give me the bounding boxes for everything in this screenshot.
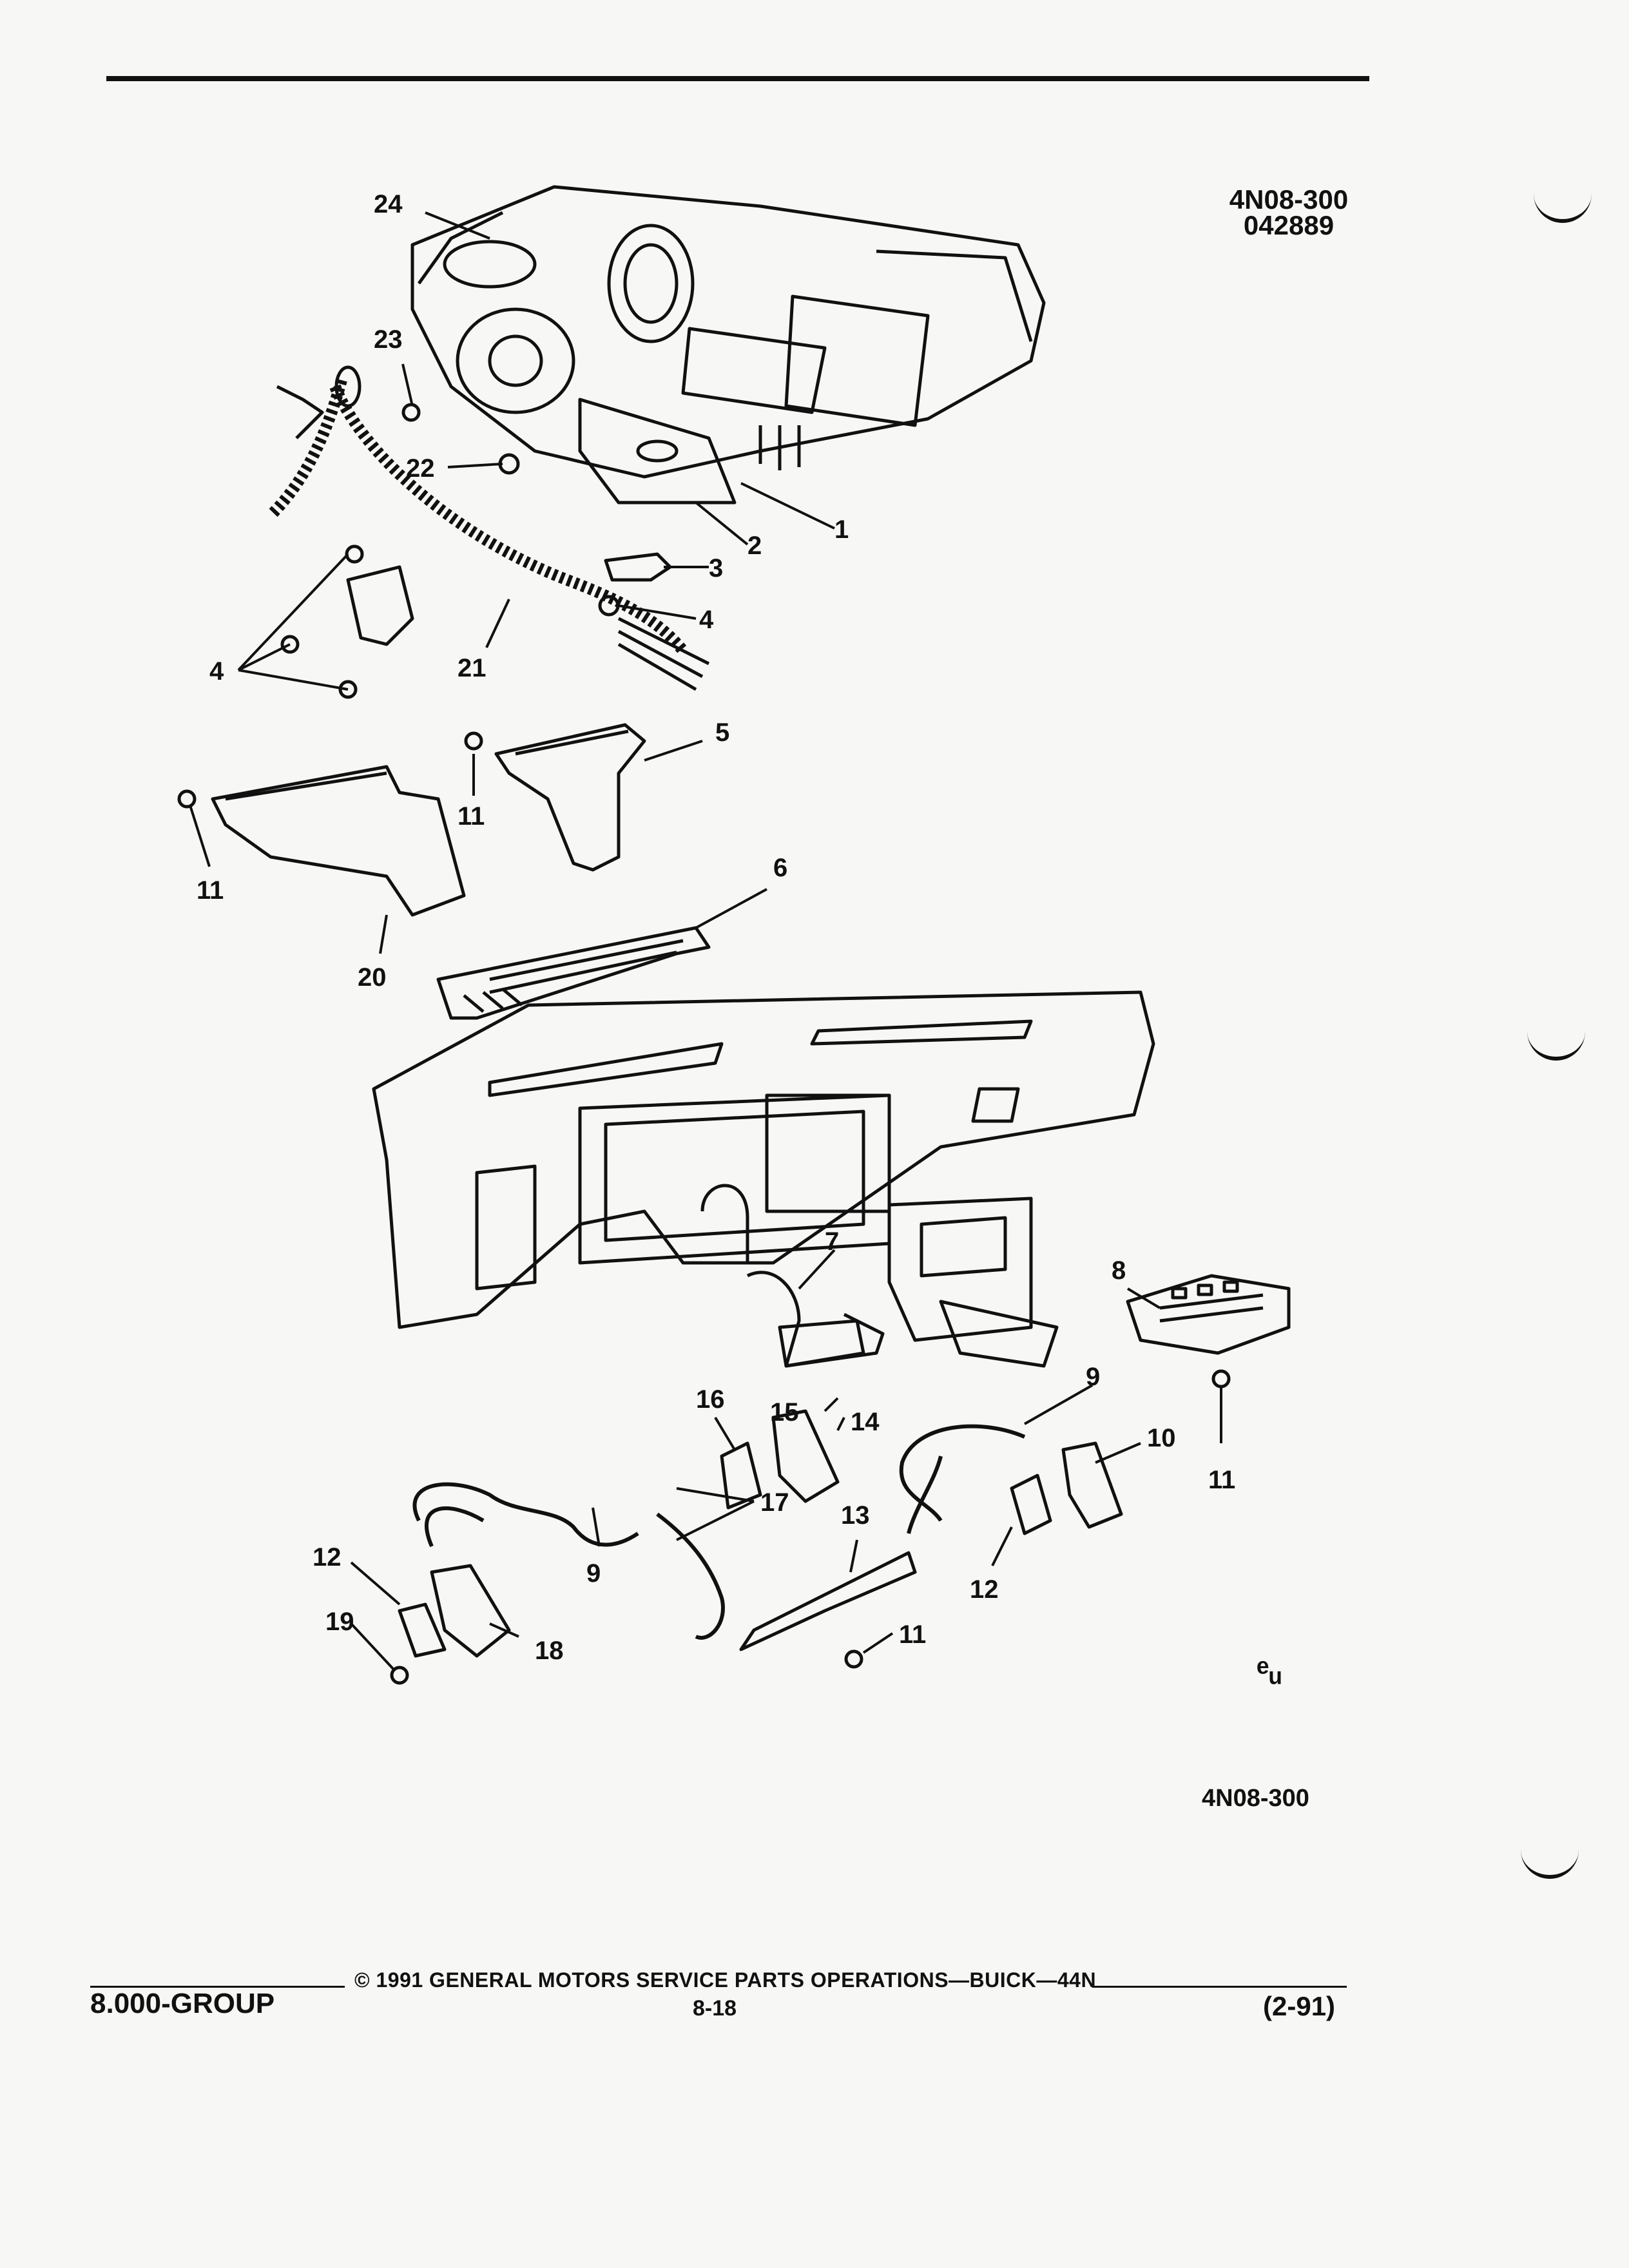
callout-3: 3 [709,554,723,582]
callout-24: 24 [374,190,403,218]
control-head-drawing [1126,1274,1291,1355]
defroster-grille-drawing [436,926,711,1020]
binder-mark [1527,1031,1585,1061]
footer-rule-left [90,1986,345,1988]
callout-14: 14 [851,1408,880,1436]
callout-4: 4 [699,606,714,634]
hoses-drawing [412,1424,1026,1640]
callout-12-right: 12 [970,1575,999,1604]
logo-mark: ᵉᵤ [1257,1652,1282,1689]
callout-22: 22 [406,454,435,483]
callout-13: 13 [841,1501,870,1530]
callout-10: 10 [1147,1424,1176,1452]
callout-11-right: 11 [1208,1466,1235,1494]
reference-block: 4N08-300 042889 [1211,184,1366,240]
callout-1: 1 [834,515,849,544]
callout-2: 2 [747,532,762,560]
duct-5-drawing [494,723,646,872]
footer-revision: (2-91) [1263,1991,1336,2021]
callout-19: 19 [325,1608,354,1636]
callout-18: 18 [535,1637,564,1665]
callout-numbers: 24 23 22 1 2 3 4 4 4 21 5 11 11 6 20 7 8… [197,190,1235,1665]
callout-11-bottom: 11 [899,1620,926,1649]
air-outlets-drawing [398,1409,1123,1658]
callout-16: 16 [696,1385,725,1414]
callout-20: 20 [358,963,387,992]
reference-date: 042889 [1243,210,1335,240]
callout-7: 7 [825,1227,839,1256]
callout-8: 8 [1112,1256,1126,1285]
callout-15: 15 [770,1398,799,1427]
callout-23: 23 [374,325,403,354]
wiring-harness-drawing [266,365,710,691]
callout-11-left: 11 [197,876,224,905]
fasteners-drawing [177,403,1231,1685]
footer-group: 8.000-GROUP [90,1988,275,2019]
callout-5: 5 [715,718,729,747]
callout-9-left: 9 [586,1559,601,1588]
footer-rule-right [1092,1986,1347,1988]
duct-7-drawing [746,1271,885,1368]
callout-17: 17 [760,1488,789,1517]
callout-12-left: 12 [313,1543,342,1571]
callout-11-upper: 11 [458,802,485,831]
leader-lines [189,211,1222,1670]
reference-code: 4N08-300 [1229,184,1349,215]
instrument-panel-drawing [372,990,1155,1368]
callout-6: 6 [773,854,787,882]
figure-id: 4N08-300 [1202,1785,1309,1812]
binder-mark [1534,193,1592,223]
duct-13-drawing [739,1551,917,1651]
top-rule [106,76,1369,81]
binder-mark [1521,1849,1579,1879]
callout-9-right: 9 [1086,1363,1100,1391]
hvac-module-drawing [410,185,1046,505]
duct-20-drawing [211,765,466,917]
footer-page-number: 8-18 [693,1996,737,2021]
callout-4-left: 4 [209,657,224,686]
callout-21: 21 [458,654,487,682]
footer-copyright: © 1991 GENERAL MOTORS SERVICE PARTS OPER… [354,1968,1097,1992]
